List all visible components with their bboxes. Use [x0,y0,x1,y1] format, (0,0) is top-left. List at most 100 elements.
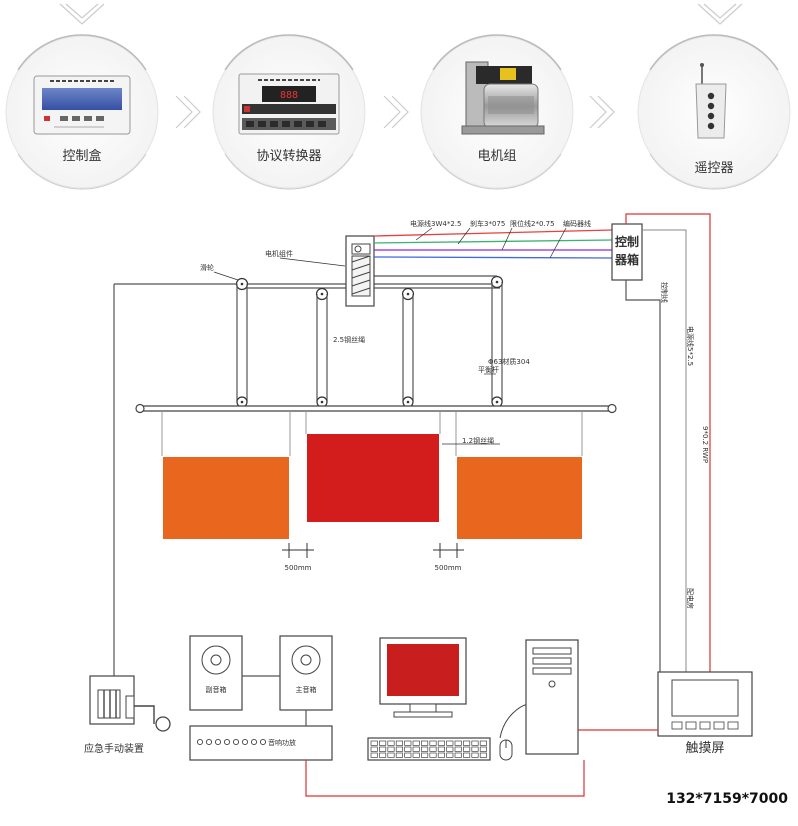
mouse [499,703,529,761]
manual-device-label: 应急手动装置 [84,742,144,755]
keyboard-key [421,740,429,746]
keyboard-key [421,752,429,758]
keyboard-key [404,746,412,752]
dimension-right [433,543,464,558]
keyboard-key [370,746,378,752]
control-cabinet-label-2: 器箱 [614,252,639,267]
balance-bar [135,403,617,414]
keyboard-key [379,740,387,746]
keyboard-key [404,740,412,746]
keyboard-key [437,752,445,758]
keyboard-key [463,746,471,752]
brake-line-label: 刹车3*075 [470,219,505,228]
protocol-converter-label: 协议转换器 [256,149,321,164]
keyboard-key [454,740,462,746]
keyboard-key [446,740,454,746]
main-speaker: 主音箱 [279,635,333,711]
keyboard-key [429,752,437,758]
chevron-right-icon [175,95,201,129]
gap-right-label: 500mm [435,564,462,572]
control-cabinet: 控制 器箱 [611,223,643,281]
control-box-icon [33,75,131,135]
svg-text:888: 888 [280,90,298,101]
monitor [379,637,467,718]
power-line-2-label: 电源线5*2.5 [686,326,695,366]
wire-rope-1-label: 2.5钢丝绳 [333,335,365,344]
monitor-screen [387,644,459,696]
limit-line-label: 限位线2*0.75 [510,219,555,228]
keyboard-key [379,752,387,758]
amplifier: 音响功放 [189,725,333,761]
top-chevron-right [697,3,743,25]
control-box-label: 控制盒 [62,148,101,164]
keyboard-key [446,746,454,752]
keyboard-key [395,752,403,758]
model-code: 132*7159*7000 [666,791,788,807]
keyboard-key [429,746,437,752]
keyboard-key [370,752,378,758]
orange-screen-left [163,457,289,539]
amplifier-label: 音响功放 [268,738,296,747]
sub-speaker-label: 副音箱 [206,685,227,694]
protocol-converter-icon: 888 [238,73,340,135]
motor-assembly [345,235,375,307]
main-speaker-label: 主音箱 [296,685,317,694]
encoder-line-label: 编码器线 [563,219,591,228]
component-protocol-converter: 888 协议转换器 [212,34,366,190]
keyboard-key [471,746,479,752]
keyboard-key [387,746,395,752]
control-cabinet-label-1: 控制 [615,234,639,249]
keyboard-key [479,752,487,758]
keyboard-key [429,740,437,746]
orange-screen-right [457,457,582,539]
motor-unit-label: 电机组 [477,149,516,164]
keyboard-key [454,746,462,752]
keyboard-key [479,740,487,746]
pc-tower [525,639,579,755]
keyboard-key [437,746,445,752]
keyboard-key [463,752,471,758]
red-screen-center [307,434,439,522]
emergency-manual-device [89,675,171,732]
component-control-box: 控制盒 [5,34,159,190]
power-line-1-label: 电源线3W4*2.5 [410,219,461,228]
chevron-right-icon [383,95,409,129]
bottom-red-link [305,760,585,797]
balance-bar-label: 平衡杆 [478,365,499,374]
distribution-room-label: 配电房 [686,588,695,609]
sub-speaker: 副音箱 [189,635,243,711]
keyboard [367,737,491,761]
keyboard-key [412,746,420,752]
pulley-label: 滑轮 [200,263,214,272]
keyboard-key [437,740,445,746]
right-wiring [625,213,711,672]
motor-cable-bundle [373,229,613,259]
keyboard-key [479,746,487,752]
wire-rope-2-label: 1.2钢丝绳 [462,436,494,445]
keyboard-key [395,746,403,752]
keyboard-key [412,752,420,758]
keyboard-key [387,740,395,746]
touchscreen-label: 触摸屏 [685,741,724,756]
dimension-left [282,543,314,558]
keyboard-key [446,752,454,758]
motor-assembly-label: 电机组件 [265,249,293,258]
keyboard-key [379,746,387,752]
keyboard-key [395,740,403,746]
pipe-spec-label: Φ63材质304 [488,357,530,366]
keyboard-key [471,752,479,758]
chevron-right-icon [589,95,615,129]
keyboard-key [471,740,479,746]
touchscreen [657,671,753,737]
rwp-line-label: 9*0.2 RWP [701,426,709,463]
remote-control-label: 遥控器 [694,161,733,176]
gap-left-label: 500mm [285,564,312,572]
keyboard-key [463,740,471,746]
remote-control-icon [695,63,727,139]
keyboard-key [404,752,412,758]
keyboard-key [370,740,378,746]
control-line-label: 控制线 [660,282,669,303]
keyboard-key [421,746,429,752]
